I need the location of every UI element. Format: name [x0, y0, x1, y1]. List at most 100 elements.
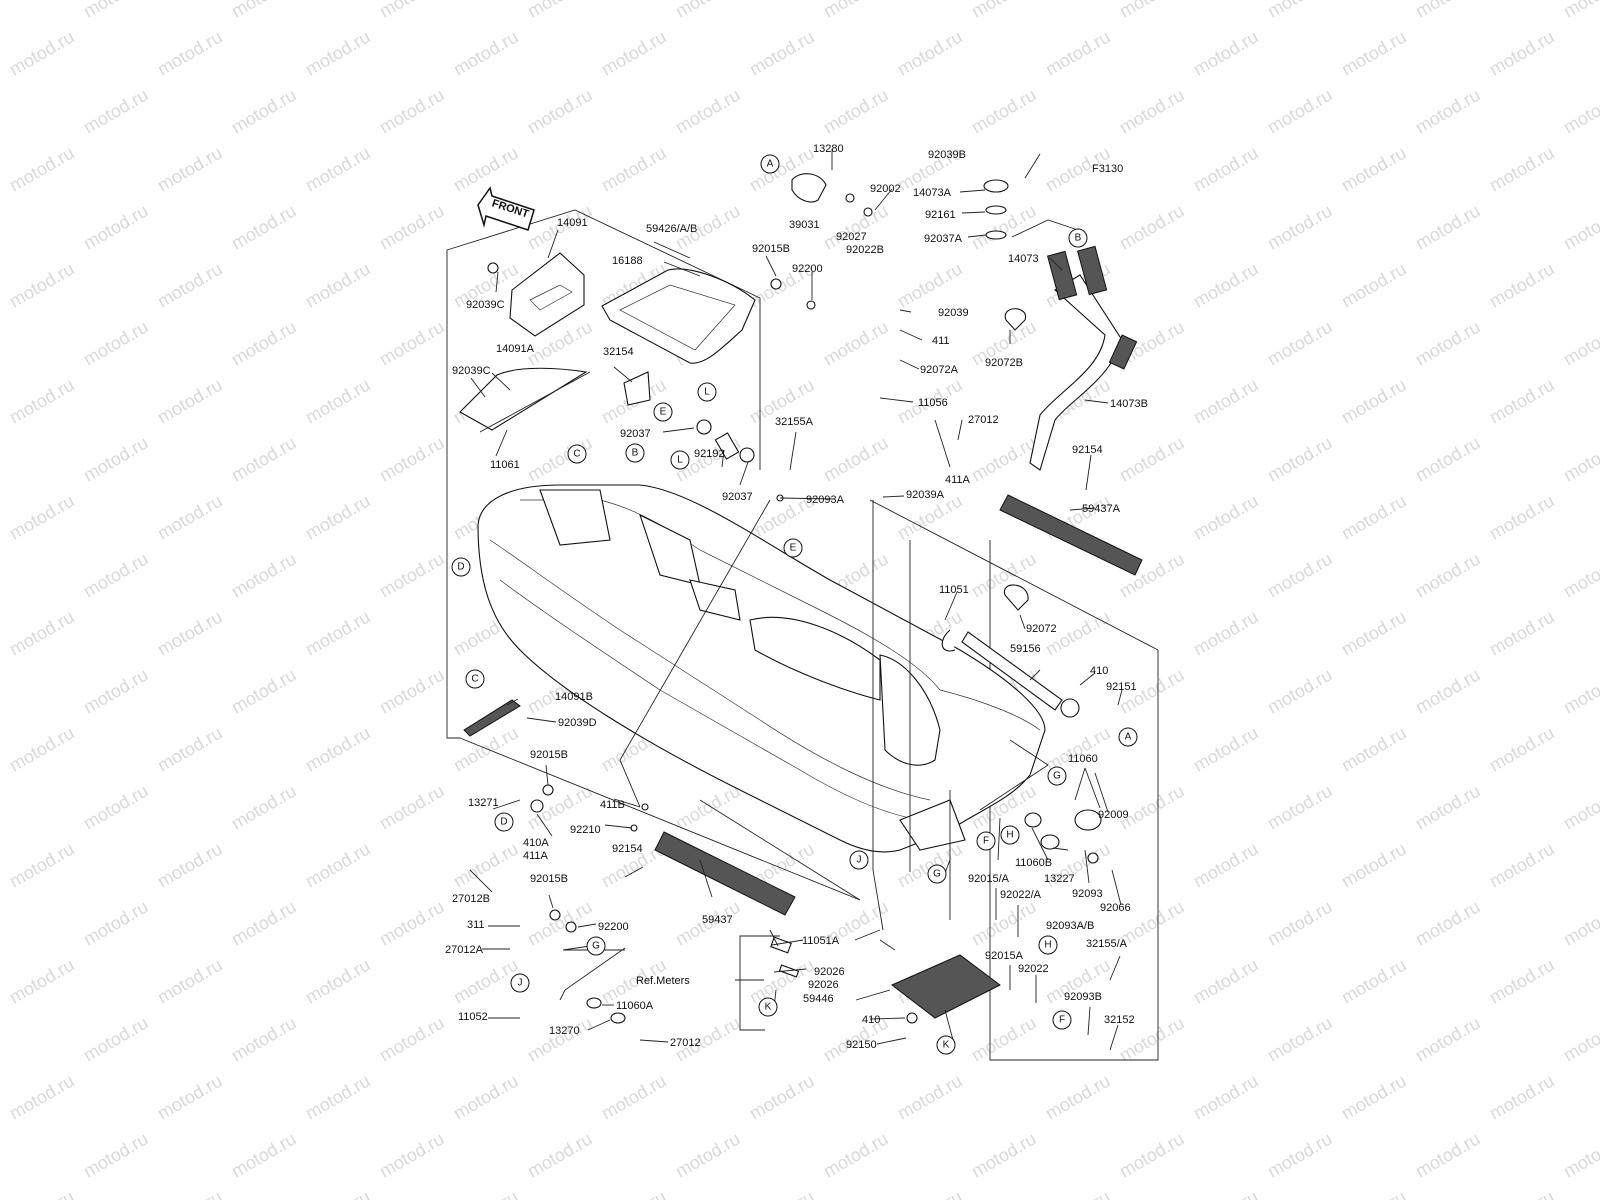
svg-text:D: D — [500, 817, 507, 828]
part-label: 92093A — [806, 494, 845, 506]
watermark-text: motod.ru — [1190, 955, 1262, 1008]
part-label: 11060 — [1068, 753, 1098, 765]
part-label: 92039D — [558, 717, 597, 729]
callout-b: B — [1068, 228, 1088, 248]
part-label: 13271 — [468, 797, 499, 809]
part-label: 16188 — [612, 255, 643, 267]
watermark-text: motod.ru — [968, 0, 1040, 21]
figure-code: F3130 — [1092, 163, 1123, 175]
intake-grate — [891, 954, 1001, 1019]
watermark-text: motod.ru — [1338, 491, 1410, 544]
part-label: 59437A — [1082, 503, 1121, 515]
watermark-text: motod.ru — [0, 433, 4, 486]
watermark-text: motod.ru — [0, 897, 4, 950]
watermark-text: motod.ru — [1560, 665, 1600, 718]
part-label: 410 — [862, 1014, 880, 1026]
watermark-text: motod.ru — [1190, 375, 1262, 428]
watermark-text: motod.ru — [1412, 665, 1484, 718]
watermark-text: motod.ru — [820, 85, 892, 138]
part-label: 410A — [523, 837, 549, 849]
watermark-text: motod.ru — [672, 1129, 744, 1182]
hull-body — [477, 484, 1046, 853]
svg-text:G: G — [933, 869, 941, 880]
watermark-text: motod.ru — [672, 0, 744, 21]
svg-text:A: A — [767, 159, 774, 170]
watermark-text: motod.ru — [1264, 433, 1336, 486]
watermark-text: motod.ru — [1486, 27, 1558, 80]
rear-step-a — [999, 494, 1143, 576]
part-label: 92027 — [836, 231, 867, 243]
watermark-text: motod.ru — [1412, 85, 1484, 138]
part-label: 11060B — [1015, 857, 1052, 869]
watermark-text: motod.ru — [0, 549, 4, 602]
watermark-text: motod.ru — [1412, 1013, 1484, 1066]
watermark-text: motod.ru — [228, 85, 300, 138]
watermark-text: motod.ru — [154, 27, 226, 80]
watermark-text: motod.ru — [1264, 85, 1336, 138]
part-label: 59426/A/B — [646, 223, 697, 235]
part-label: 92022 — [1018, 963, 1049, 975]
watermark-text: motod.ru — [1264, 1129, 1336, 1182]
watermark-text: motod.ru — [1190, 723, 1262, 776]
svg-text:B: B — [632, 448, 639, 459]
part-label: 11061 — [490, 459, 520, 471]
callout-g: G — [1047, 766, 1067, 786]
part-number-labels: F3130 92039B 14073A 92161 92037A 14073 9… — [445, 143, 1148, 1051]
watermark-text: motod.ru — [80, 317, 152, 370]
watermark-text: motod.ru — [6, 259, 78, 312]
watermark-text: motod.ru — [894, 1071, 966, 1124]
callout-e: E — [783, 538, 803, 558]
watermark-text: motod.ru — [154, 723, 226, 776]
callout-f: F — [976, 831, 996, 851]
watermark-text: motod.ru — [1412, 1129, 1484, 1182]
part-label: 11056 — [918, 397, 948, 409]
watermark-text: motod.ru — [1190, 1187, 1262, 1200]
part-label: 27012 — [670, 1037, 701, 1049]
watermark-text: motod.ru — [450, 27, 522, 80]
svg-text:C: C — [471, 674, 478, 685]
watermark-text: motod.ru — [154, 143, 226, 196]
part-label: 92093B — [1064, 991, 1102, 1003]
watermark-text: motod.ru — [1042, 27, 1114, 80]
watermark-text: motod.ru — [1486, 723, 1558, 776]
watermark-text: motod.ru — [302, 723, 374, 776]
watermark-text: motod.ru — [376, 317, 448, 370]
watermark-text: motod.ru — [6, 1071, 78, 1124]
part-label: 92009 — [1098, 809, 1129, 821]
callout-letters: A A B B C C D D E E F F G G G H H J J K … — [451, 154, 1138, 1055]
svg-text:H: H — [1044, 940, 1051, 951]
part-label: 92192 — [694, 448, 725, 460]
svg-text:A: A — [1125, 732, 1132, 743]
watermark-text: motod.ru — [376, 665, 448, 718]
watermark-text: motod.ru — [672, 781, 744, 834]
watermark-text: motod.ru — [376, 1013, 448, 1066]
watermark-text: motod.ru — [1116, 781, 1188, 834]
watermark-text: motod.ru — [1486, 839, 1558, 892]
watermark-text: motod.ru — [154, 1071, 226, 1124]
watermark-text: motod.ru — [1412, 549, 1484, 602]
watermark-text: motod.ru — [6, 607, 78, 660]
watermark-text: motod.ru — [672, 85, 744, 138]
svg-text:F: F — [1059, 1015, 1065, 1026]
watermark-text: motod.ru — [0, 781, 4, 834]
watermark-text: motod.ru — [302, 375, 374, 428]
watermark-text: motod.ru — [1412, 201, 1484, 254]
watermark-text: motod.ru — [1338, 723, 1410, 776]
callout-h: H — [1000, 825, 1020, 845]
watermark-text: motod.ru — [1486, 143, 1558, 196]
watermark-text: motod.ru — [1560, 201, 1600, 254]
watermark-text: motod.ru — [376, 1129, 448, 1182]
part-label: 11051A — [802, 935, 840, 947]
diagram-drawing: FRONT — [446, 149, 1159, 1061]
watermark-text: motod.ru — [1190, 1071, 1262, 1124]
watermark-text: motod.ru — [228, 665, 300, 718]
part-label: 14073 — [1008, 253, 1039, 265]
watermark-text: motod.ru — [6, 375, 78, 428]
watermark-text: motod.ru — [376, 549, 448, 602]
part-label: 92150 — [846, 1039, 877, 1051]
callout-b: B — [625, 443, 645, 463]
watermark-text: motod.ru — [1264, 0, 1336, 21]
part-label: 92015B — [530, 749, 568, 761]
watermark-text: motod.ru — [1116, 201, 1188, 254]
